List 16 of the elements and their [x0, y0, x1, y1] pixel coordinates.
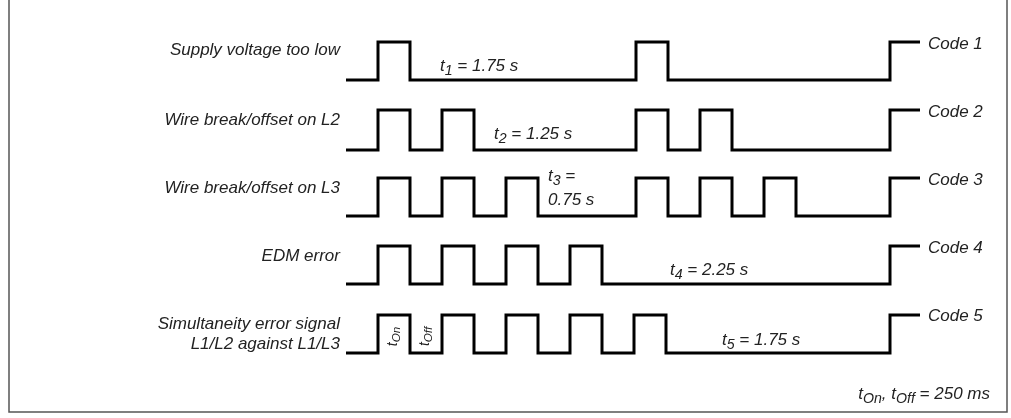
interval-label: t$_{4}$ = 2.25 s — [670, 260, 750, 285]
signal-label: Wire break/offset on L2 — [163, 110, 340, 130]
signal-label: Wire break/offset on L3 — [163, 178, 340, 198]
signal-label: Supply voltage too low — [168, 40, 340, 60]
code-label: Code 1 — [928, 34, 984, 54]
signal-label: Simultaneity error signal L1/L2 against L1/L3 — [156, 314, 340, 354]
interval-label: t$_{5}$ = 1.75 s — [722, 330, 802, 355]
code-label: Code 3 — [928, 170, 984, 190]
interval-label: t$_{3}$ = 0.75 s — [548, 166, 596, 211]
note: t$_{On}$, t$_{Off}$ = 250 ms — [857, 384, 990, 409]
interval-label: t$_{1}$ = 1.75 s — [440, 56, 520, 81]
code-label: Code 2 — [928, 102, 984, 122]
code-label: Code 5 — [928, 306, 984, 326]
signal-label: EDM error — [260, 246, 340, 266]
interval-label: t$_{2}$ = 1.25 s — [494, 124, 574, 149]
code-label: Code 4 — [928, 238, 984, 258]
